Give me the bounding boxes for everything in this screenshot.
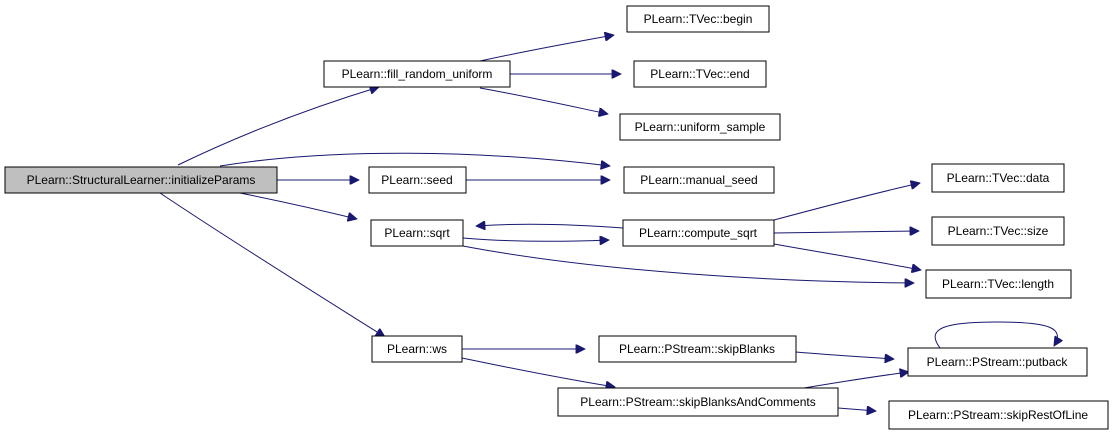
svg-text:PLearn::fill_random_uniform: PLearn::fill_random_uniform <box>342 67 493 81</box>
edge-initializeParams-sqrt <box>239 192 357 219</box>
node-sqrt[interactable]: PLearn::sqrt <box>370 219 464 247</box>
svg-text:PLearn::uniform_sample: PLearn::uniform_sample <box>635 120 766 134</box>
edge-sqrt-compute_sqrt <box>462 238 609 241</box>
edges <box>159 35 1057 411</box>
edge-compute_sqrt-tvec_size <box>773 231 919 233</box>
svg-text:PLearn::TVec::length: PLearn::TVec::length <box>942 277 1054 291</box>
svg-text:PLearn::TVec::size: PLearn::TVec::size <box>948 224 1049 238</box>
node-uniform_sample[interactable]: PLearn::uniform_sample <box>619 113 781 141</box>
svg-text:PLearn::TVec::begin: PLearn::TVec::begin <box>644 12 753 26</box>
node-skipBlanksAndComments[interactable]: PLearn::PStream::skipBlanksAndComments <box>557 387 839 417</box>
node-initializeParams[interactable]: PLearn::StructuralLearner::initializePar… <box>4 166 278 194</box>
edge-compute_sqrt-tvec_length <box>773 243 921 270</box>
svg-text:PLearn::manual_seed: PLearn::manual_seed <box>640 173 757 187</box>
svg-text:PLearn::PStream::skipBlanks: PLearn::PStream::skipBlanks <box>619 342 775 356</box>
svg-text:PLearn::TVec::end: PLearn::TVec::end <box>650 67 749 81</box>
edge-putback-self <box>934 321 1057 349</box>
svg-text:PLearn::ws: PLearn::ws <box>387 342 447 356</box>
svg-text:PLearn::compute_sqrt: PLearn::compute_sqrt <box>639 226 758 240</box>
edge-fill-uniform_sample <box>479 87 608 114</box>
node-ws[interactable]: PLearn::ws <box>371 335 463 363</box>
edge-skipBlanksAndComments-putback <box>803 372 909 389</box>
edge-fill-begin <box>479 35 614 62</box>
node-seed[interactable]: PLearn::seed <box>368 166 467 194</box>
node-skipRestOfLine[interactable]: PLearn::PStream::skipRestOfLine <box>888 400 1109 430</box>
node-tvec_size[interactable]: PLearn::TVec::size <box>931 216 1065 246</box>
svg-text:PLearn::PStream::skipRestOfLin: PLearn::PStream::skipRestOfLine <box>908 408 1088 422</box>
edge-compute_sqrt-sqrt <box>476 224 624 228</box>
edge-compute_sqrt-tvec_data <box>773 183 920 221</box>
node-tvec_length[interactable]: PLearn::TVec::length <box>925 269 1072 299</box>
node-tvec_end[interactable]: PLearn::TVec::end <box>633 60 767 88</box>
edge-ws-skipBlanksAndComments <box>461 357 615 387</box>
edge-initializeParams-fill_random_uniform <box>177 87 379 166</box>
nodes: PLearn::StructuralLearner::initializePar… <box>4 5 1109 430</box>
edge-initializeParams-ws <box>159 192 385 337</box>
node-manual_seed[interactable]: PLearn::manual_seed <box>623 166 775 194</box>
svg-text:PLearn::PStream::skipBlanksAnd: PLearn::PStream::skipBlanksAndComments <box>580 395 815 409</box>
svg-text:PLearn::seed: PLearn::seed <box>381 173 452 187</box>
svg-text:PLearn::TVec::data: PLearn::TVec::data <box>947 171 1050 185</box>
svg-text:PLearn::PStream::putback: PLearn::PStream::putback <box>927 355 1069 369</box>
node-compute_sqrt[interactable]: PLearn::compute_sqrt <box>622 219 775 247</box>
edge-sqrt-tvec_length <box>462 245 914 283</box>
edge-skipBlanks-putback <box>795 351 894 359</box>
node-fill_random_uniform[interactable]: PLearn::fill_random_uniform <box>323 60 511 88</box>
node-putback[interactable]: PLearn::PStream::putback <box>907 347 1088 377</box>
node-skipBlanks[interactable]: PLearn::PStream::skipBlanks <box>598 335 797 363</box>
node-tvec_data[interactable]: PLearn::TVec::data <box>931 163 1065 193</box>
edge-initializeParams-manual_seed <box>219 152 610 166</box>
node-tvec_begin[interactable]: PLearn::TVec::begin <box>626 5 770 33</box>
svg-text:PLearn::sqrt: PLearn::sqrt <box>384 226 450 240</box>
edge-skipBlanksAndComments-skipRestOfLine <box>837 408 876 411</box>
svg-text:PLearn::StructuralLearner::ini: PLearn::StructuralLearner::initializePar… <box>27 173 256 187</box>
